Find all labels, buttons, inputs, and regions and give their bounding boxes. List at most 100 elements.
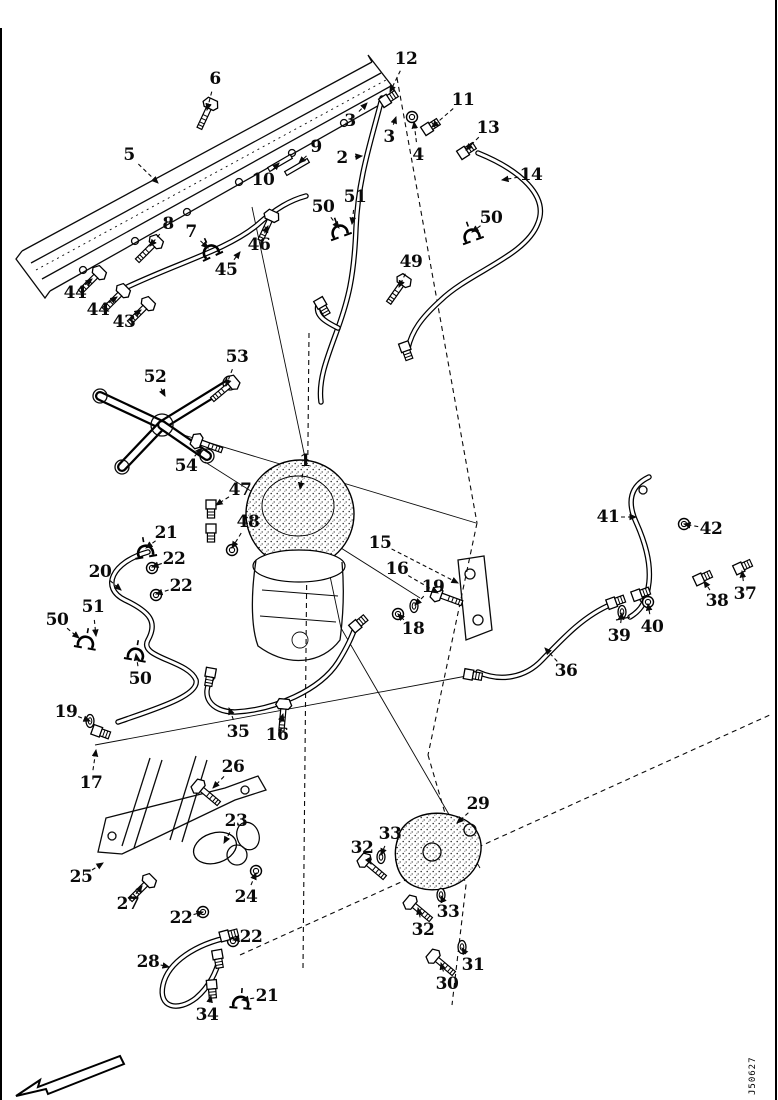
leader-line [440,894,447,904]
leader-line [465,136,480,151]
leader-line [154,588,169,596]
part-label-38: 38 [705,591,729,611]
leader-line [703,580,711,591]
leader-line [212,776,225,789]
leader-line [92,619,99,638]
leader-line [225,368,233,388]
part-label-39: 39 [607,626,631,646]
leader-line [145,540,156,549]
part-label-19: 19 [54,702,78,722]
part-label-32: 32 [350,838,374,858]
fitting-icon [377,88,400,109]
part-label-25: 25 [69,867,93,887]
fitting-icon [205,523,217,543]
part-label-22: 22 [162,549,186,569]
fitting-icon [419,116,442,137]
leader-line [349,209,357,226]
part-label-8: 8 [162,214,174,234]
part-label-22: 22 [169,576,193,596]
part-label-24: 24 [234,887,258,907]
part-label-51: 51 [81,597,105,617]
leader-line [739,569,747,582]
leader-line [297,473,305,491]
part-label-17: 17 [79,773,103,793]
leader-line [431,108,454,128]
leader-line [407,575,439,594]
leader-line [278,712,285,723]
part-label-13: 13 [476,118,500,138]
fitting-icon [202,666,217,688]
part-label-46: 46 [247,235,271,255]
leader-line [108,296,118,304]
part-label-12: 12 [394,49,418,69]
leader-line [91,862,104,871]
leader-line [233,251,241,261]
clamp-icon [322,212,354,242]
part-label-3: 3 [344,111,356,131]
nut-icon [149,588,163,602]
part-label-16: 16 [265,725,289,745]
part-label-16: 16 [385,559,409,579]
part-label-1: 1 [299,451,311,471]
leader-line [149,233,161,247]
washer-icon [436,887,446,903]
part-label-51: 51 [343,187,367,207]
leader-line [471,225,481,233]
part-label-7: 7 [185,222,197,242]
washer-icon [85,713,95,729]
leader-line [271,162,280,171]
part-label-33: 33 [378,824,402,844]
clamp-icon [228,985,255,1011]
leader-line [228,706,235,721]
fitting-icon [205,978,219,1000]
part-label-9: 9 [310,137,322,157]
fitting-icon [691,568,714,587]
part-label-11: 11 [451,90,475,110]
part-label-50: 50 [45,610,69,630]
leader-line [250,871,257,886]
part-label-19: 19 [421,577,445,597]
leader-line [416,906,423,918]
leader-line [77,715,92,722]
leader-line [194,447,203,457]
leader-line [389,70,401,93]
leader-line [159,388,166,397]
nut-icon [145,561,159,575]
part-label-50: 50 [311,197,335,217]
part-label-29: 29 [466,794,490,814]
leader-line [397,613,406,622]
leader-line [135,885,143,895]
leader-line [364,856,372,865]
leader-line [391,548,459,584]
part-label-20: 20 [88,562,112,582]
part-label-36: 36 [554,661,578,681]
part-label-22: 22 [239,927,263,947]
fitting-icon [90,723,112,741]
part-label-21: 21 [154,523,178,543]
part-label-45: 45 [214,260,238,280]
leader-line [682,521,699,529]
part-label-3: 3 [383,127,395,147]
bolt-icon [381,271,415,308]
part-label-28: 28 [136,952,160,972]
leader-line [645,602,653,615]
part-label-49: 49 [399,252,423,272]
part-label-41: 41 [596,507,620,527]
leader-line [354,153,364,160]
leader-line [66,627,80,639]
part-label-23: 23 [224,811,248,831]
part-label-50: 50 [128,669,152,689]
part-label-18: 18 [401,619,425,639]
leader-line [231,935,241,943]
leader-line [205,91,213,112]
nut-icon [405,110,419,124]
leader-line [223,832,231,844]
leader-line [298,155,307,164]
fitting-icon [205,499,217,519]
fitting-icon [731,557,754,576]
part-label-52: 52 [143,367,167,387]
fitting-icon [211,948,226,970]
part-label-14: 14 [519,165,543,185]
washer-icon [617,604,627,620]
